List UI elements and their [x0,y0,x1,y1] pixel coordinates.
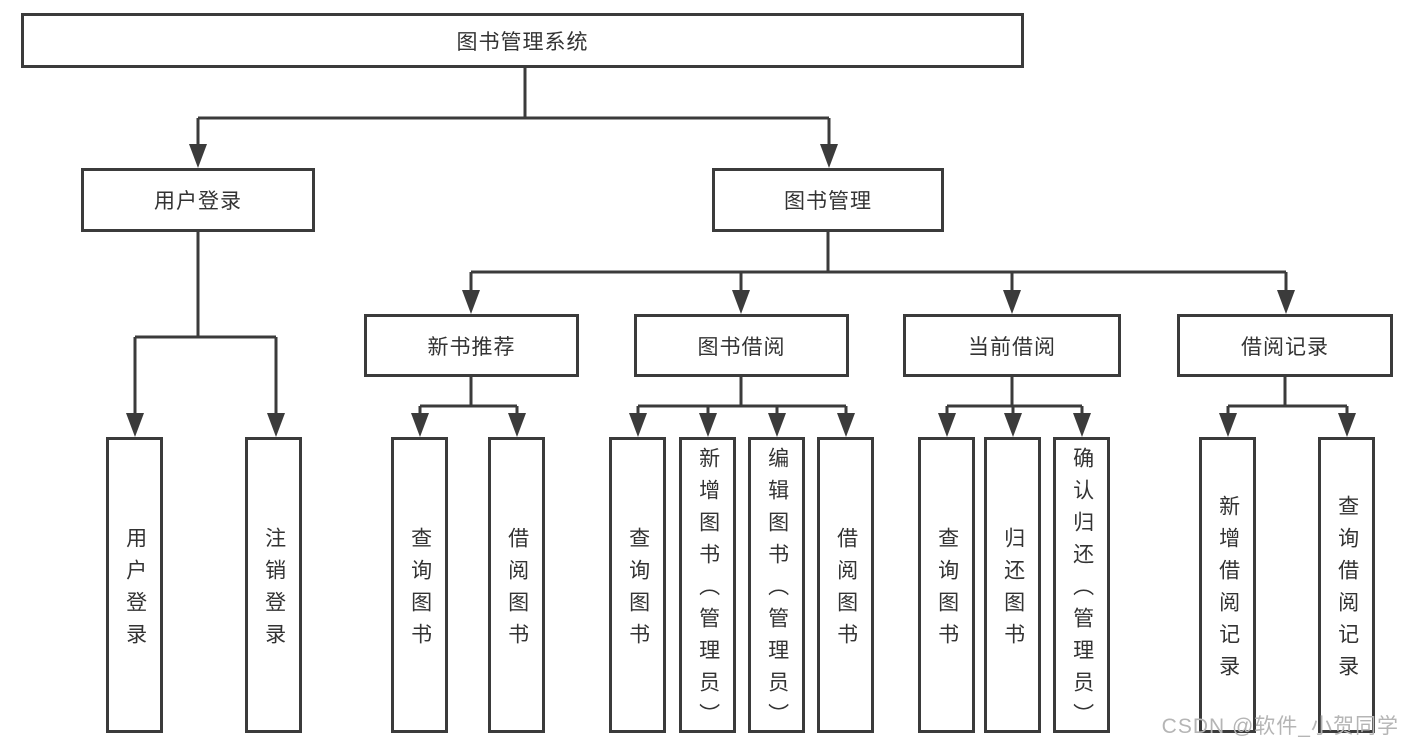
leaf-user-login: 用户登录 [106,437,163,733]
leaf-borrow-books-recommend: 借阅图书 [488,437,545,733]
node-borrow-record: 借阅记录 [1177,314,1393,377]
node-book-borrow: 图书借阅 [634,314,849,377]
leaf-return-books-label: 归还图书 [1001,526,1025,655]
leaf-confirm-return-admin: 确认归还（管理员） [1053,437,1110,735]
arrowhead-icons [126,144,1356,437]
leaf-query-books-current-label: 查询图书 [935,526,959,655]
leaf-add-books-admin-label: 新增图书（管理员） [696,446,720,735]
node-new-book-recommend: 新书推荐 [364,314,579,377]
node-book-borrow-label: 图书借阅 [697,335,786,359]
leaf-query-borrow-record-label: 查询借阅记录 [1335,494,1359,687]
leaf-user-login-label: 用户登录 [123,526,147,655]
leaf-logout: 注销登录 [245,437,302,733]
node-user-login-label: 用户登录 [154,190,242,213]
node-user-login: 用户登录 [81,168,315,232]
leaf-return-books: 归还图书 [984,437,1041,733]
leaf-borrow-books-label: 借阅图书 [834,526,858,655]
node-current-borrow: 当前借阅 [903,314,1121,377]
leaf-borrow-books-recommend-label: 借阅图书 [505,526,529,655]
node-book-management-label: 图书管理 [784,190,872,213]
node-library-system-label: 图书管理系统 [456,30,589,54]
leaf-add-borrow-record-label: 新增借阅记录 [1216,494,1240,687]
leaf-query-books-borrow-label: 查询图书 [626,526,650,655]
leaf-query-borrow-record: 查询借阅记录 [1318,437,1375,733]
node-library-system: 图书管理系统 [21,13,1024,68]
node-new-book-recommend-label: 新书推荐 [427,335,516,359]
leaf-edit-books-admin-label: 编辑图书（管理员） [765,446,789,735]
leaf-query-books-borrow: 查询图书 [609,437,666,733]
leaf-add-books-admin: 新增图书（管理员） [679,437,736,735]
node-current-borrow-label: 当前借阅 [968,335,1056,359]
leaf-query-books-recommend: 查询图书 [391,437,448,733]
leaf-add-borrow-record: 新增借阅记录 [1199,437,1256,733]
watermark-text: CSDN @软件_小贺同学 [1161,715,1399,738]
node-borrow-record-label: 借阅记录 [1241,335,1329,359]
leaf-logout-label: 注销登录 [262,526,286,655]
node-book-management: 图书管理 [712,168,944,232]
leaf-query-books-recommend-label: 查询图书 [408,526,432,655]
leaf-borrow-books: 借阅图书 [817,437,874,733]
leaf-query-books-current: 查询图书 [918,437,975,733]
leaf-confirm-return-admin-label: 确认归还（管理员） [1070,446,1094,735]
leaf-edit-books-admin: 编辑图书（管理员） [748,437,805,735]
